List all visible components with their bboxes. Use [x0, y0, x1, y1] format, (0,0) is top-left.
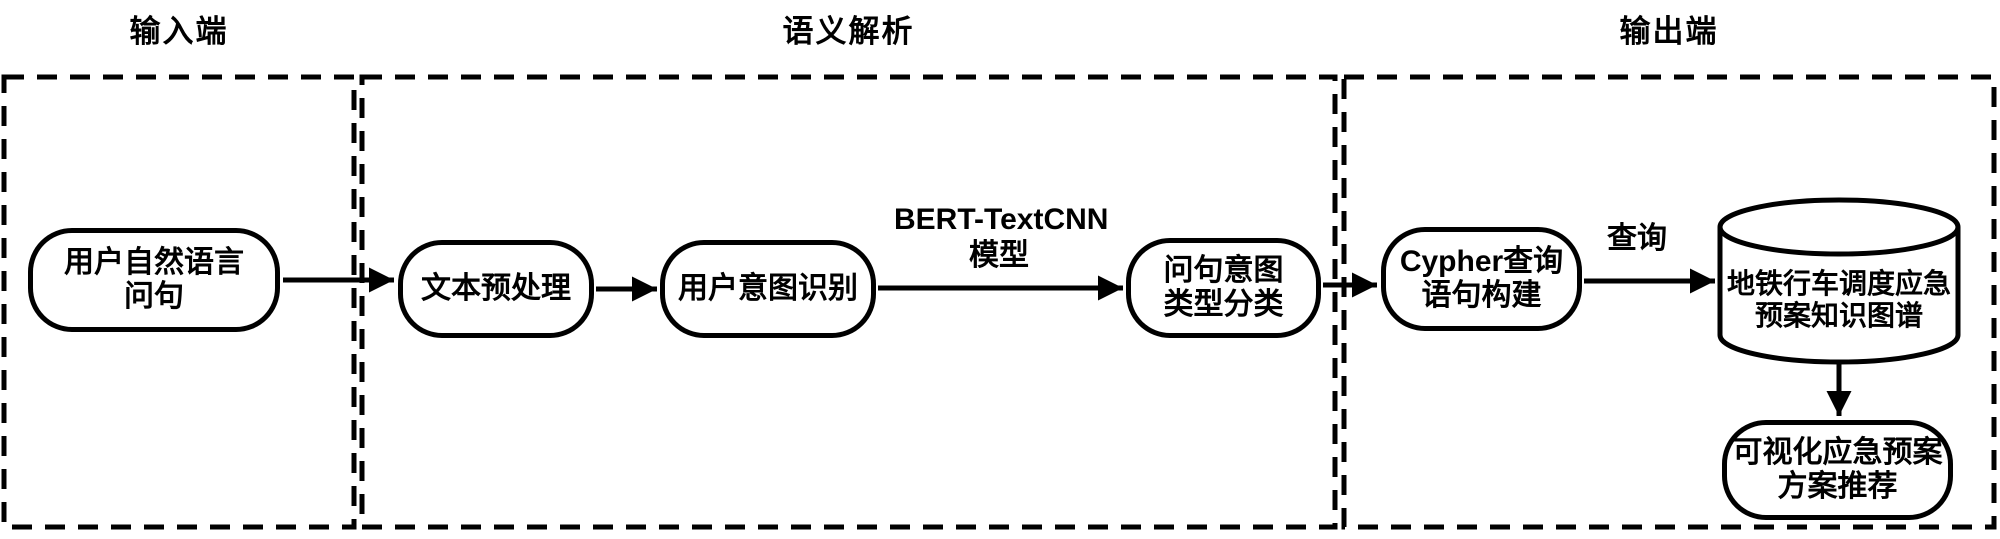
section-title-semantic: 语义解析 — [782, 14, 915, 49]
section-title-output: 输出端 — [1619, 14, 1719, 49]
node-intent-classification: 问句意图 类型分类 — [1126, 238, 1321, 338]
node-label-line: 地铁行车调度应急 — [1726, 268, 1951, 300]
section-title-input: 输入端 — [129, 14, 229, 49]
node-label-line: 可视化应急预案 — [1732, 435, 1943, 469]
edge-label-line: BERT-TextCNN — [894, 203, 1109, 236]
edge-label-query: 查询 — [1607, 222, 1667, 255]
section-box-semantic — [359, 74, 1338, 530]
node-label-line: 问句 — [124, 280, 184, 313]
node-label-line: 语句构建 — [1421, 279, 1542, 312]
database-cylinder-body — [1717, 227, 1961, 365]
section-box-input — [1, 74, 357, 530]
edge-label-line: 模型 — [969, 239, 1029, 272]
database-cylinder-top — [1717, 197, 1961, 257]
node-label-line: 类型分类 — [1163, 288, 1284, 321]
node-label-line: 用户自然语言 — [64, 245, 244, 279]
section-box-output — [1341, 74, 1997, 530]
node-intent-recognition: 用户意图识别 — [660, 240, 876, 338]
node-knowledge-graph-label: 地铁行车调度应急 预案知识图谱 — [1721, 258, 1957, 342]
node-label-line: 用户意图识别 — [678, 271, 858, 305]
node-label-line: 问句意图 — [1163, 253, 1284, 287]
node-visualization-recommendation: 可视化应急预案 方案推荐 — [1722, 420, 1953, 520]
node-cypher-build: Cypher查询 语句构建 — [1381, 227, 1582, 331]
node-label-line: 方案推荐 — [1777, 470, 1898, 503]
node-text-preprocessing: 文本预处理 — [398, 240, 594, 338]
node-label-line: 预案知识图谱 — [1754, 300, 1923, 331]
node-label-line: Cypher查询 — [1399, 244, 1564, 278]
node-label-line: 文本预处理 — [421, 271, 571, 305]
node-user-question: 用户自然语言 问句 — [28, 228, 280, 332]
edge-label-bert-textcnn-model: BERT-TextCNN 模型 — [894, 202, 1109, 274]
